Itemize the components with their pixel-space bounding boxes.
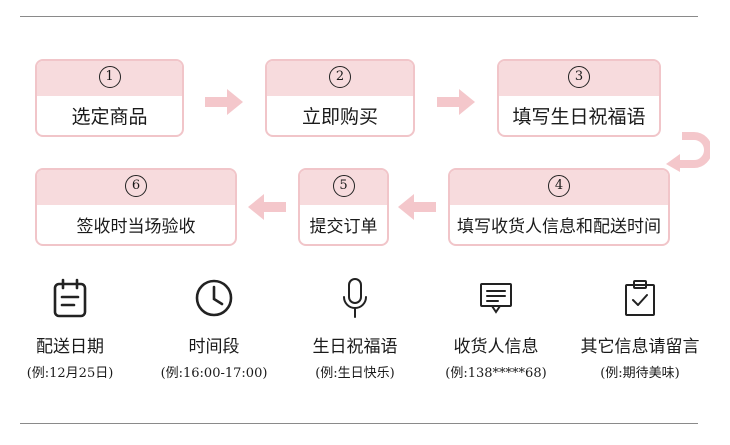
step-label-1: 选定商品 [71, 106, 148, 128]
calendar-icon [0, 276, 140, 320]
feature-recipient-info: 收货人信息 (例:138*****68) [426, 276, 566, 381]
arrow-right-icon [437, 89, 475, 115]
step-label-6: 签收时当场验收 [76, 217, 196, 237]
feature-title: 时间段 [188, 337, 240, 357]
step-number-2: 2 [329, 66, 351, 88]
step-label-4: 填写收货人信息和配送时间 [457, 217, 661, 237]
feature-example: (例:12月25日) [26, 366, 114, 381]
step-card-1: 1 选定商品 [35, 59, 184, 137]
step-label-3: 填写生日祝福语 [512, 106, 646, 128]
feature-example: (例:138*****68) [445, 366, 547, 381]
message-icon [426, 276, 566, 320]
step-card-4: 4 填写收货人信息和配送时间 [448, 168, 670, 246]
step-label-5: 提交订单 [309, 217, 378, 237]
bottom-divider [20, 423, 698, 424]
top-divider [20, 16, 698, 17]
step-number-6: 6 [125, 175, 147, 197]
arrow-right-icon [205, 89, 243, 115]
feature-title: 收货人信息 [453, 337, 539, 357]
feature-example: (例:期待美味) [600, 366, 680, 381]
microphone-icon [285, 276, 425, 320]
step-number-3: 3 [568, 66, 590, 88]
step-number-4: 4 [548, 175, 570, 197]
feature-delivery-date: 配送日期 (例:12月25日) [0, 276, 140, 381]
feature-title: 其它信息请留言 [580, 337, 700, 357]
step-card-2: 2 立即购买 [265, 59, 415, 137]
feature-time-slot: 时间段 (例:16:00-17:00) [144, 276, 284, 381]
step-number-5: 5 [332, 175, 355, 197]
feature-other-notes: 其它信息请留言 (例:期待美味) [570, 276, 710, 381]
clipboard-check-icon [570, 276, 710, 320]
feature-birthday-message: 生日祝福语 (例:生日快乐) [285, 276, 425, 381]
step-number-1: 1 [98, 66, 121, 88]
return-arrow-icon [664, 132, 710, 172]
step-label-2: 立即购买 [301, 106, 378, 128]
feature-example: (例:生日快乐) [315, 366, 395, 381]
step-card-3: 3 填写生日祝福语 [497, 59, 661, 137]
feature-title: 生日祝福语 [312, 337, 398, 357]
arrow-left-icon [398, 194, 436, 220]
arrow-left-icon [248, 194, 286, 220]
step-card-5: 5 提交订单 [298, 168, 389, 246]
step-card-6: 6 签收时当场验收 [35, 168, 237, 246]
feature-example: (例:16:00-17:00) [160, 366, 268, 381]
clock-icon [144, 276, 284, 320]
feature-title: 配送日期 [36, 337, 104, 357]
